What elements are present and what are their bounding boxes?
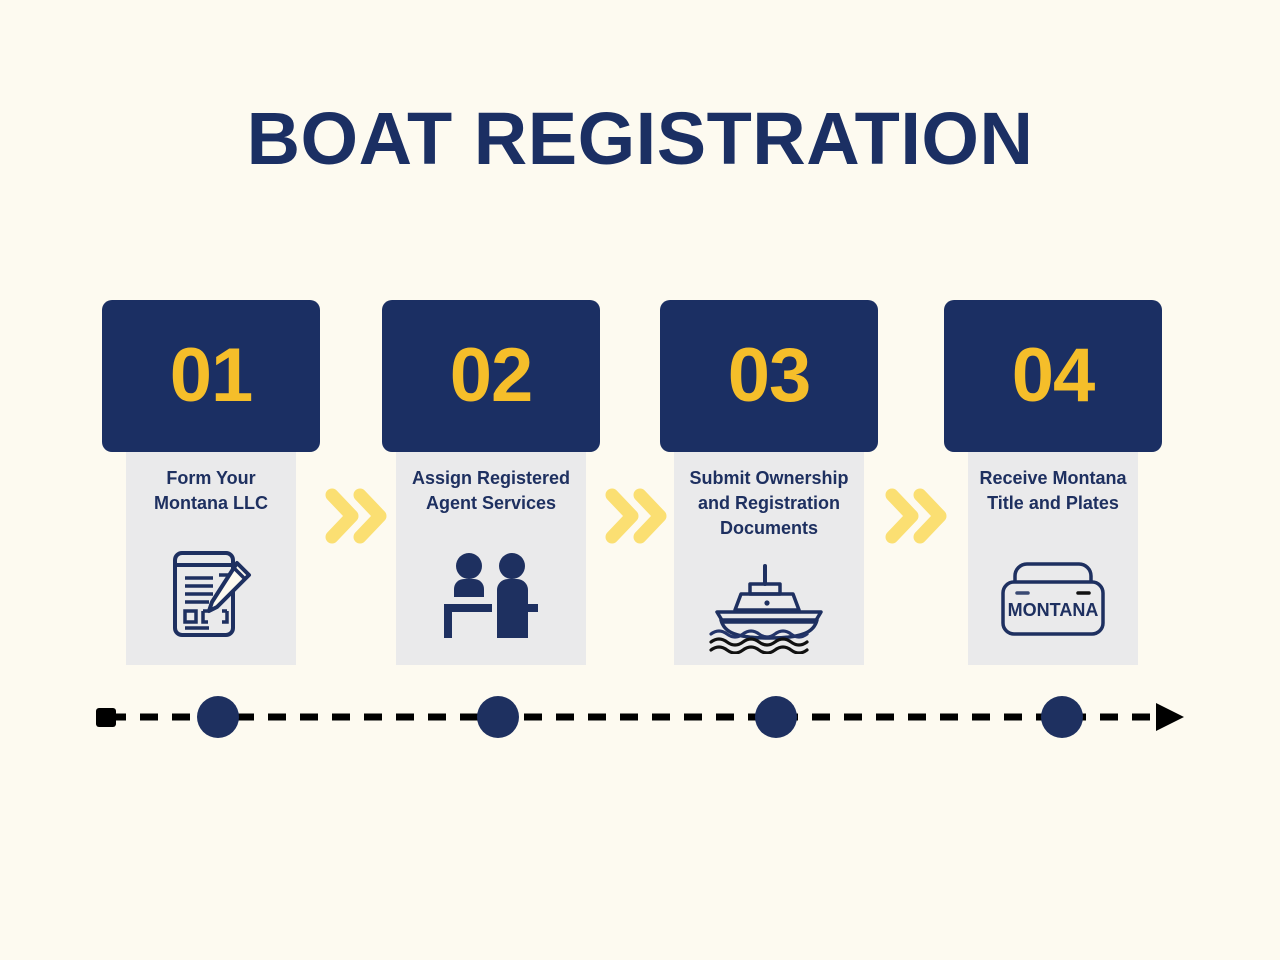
timeline-dot-2 [477,696,519,738]
step-body-1: Form Your Montana LLC [126,452,296,665]
step-number-1: 01 [169,333,254,418]
step-card-3[interactable]: 03 Submit Ownership and Registration Doc… [660,300,878,665]
step-label-3: Submit Ownership and Registration Docume… [689,468,849,538]
step-label-2: Assign Registered Agent Services [411,468,571,513]
timeline-dot-3 [755,696,797,738]
timeline-arrow-head [1156,703,1184,731]
connector-chevron-1 [324,485,390,547]
step-number-4: 04 [1011,333,1096,418]
boat-icon [705,551,833,665]
step-number-badge-3: 03 [660,300,878,452]
step-card-2[interactable]: 02 Assign Registered Agent Services [382,300,600,665]
step-body-2: Assign Registered Agent Services [396,452,586,665]
page-title: BOAT REGISTRATION [246,97,1034,180]
step-body-4: Receive Montana Title and Plates MONTANA [968,452,1138,665]
step-number-badge-1: 01 [102,300,320,452]
connector-chevron-3 [884,485,950,547]
document-pencil-icon [165,526,257,665]
step-number-3: 03 [727,333,812,418]
timeline-dot-4 [1041,696,1083,738]
people-desk-icon [441,526,541,665]
step-number-badge-2: 02 [382,300,600,452]
step-number-badge-4: 04 [944,300,1162,452]
step-label-4: Receive Montana Title and Plates [979,468,1127,513]
steps-row: 01 Form Your Montana LLC [102,300,1182,665]
timeline [90,690,1190,745]
step-body-3: Submit Ownership and Registration Docume… [674,452,864,665]
step-number-2: 02 [449,333,534,418]
connector-chevron-2 [604,485,670,547]
step-label-1: Form Your Montana LLC [154,468,268,513]
plate-text: MONTANA [1008,600,1099,620]
step-card-4[interactable]: 04 Receive Montana Title and Plates MONT… [944,300,1162,665]
license-plate-icon: MONTANA [991,526,1115,665]
timeline-dot-1 [197,696,239,738]
step-card-1[interactable]: 01 Form Your Montana LLC [102,300,320,665]
timeline-start-square [96,708,116,727]
